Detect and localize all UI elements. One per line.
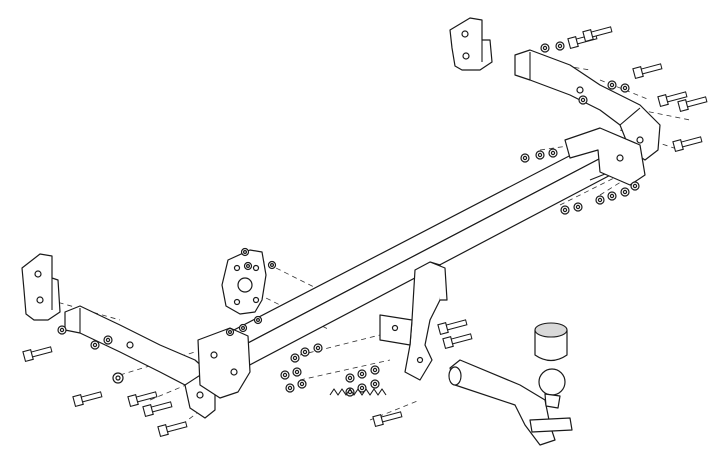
washer-hole-icon [580, 97, 586, 103]
washer-hole-icon [292, 355, 298, 361]
right-mounting-plate [449, 17, 493, 71]
bolt-icon [442, 333, 473, 350]
washer-hole-icon [609, 82, 615, 88]
washer-hole-icon [302, 349, 308, 355]
washer-hole-icon [609, 193, 615, 199]
washer-hole-icon [115, 375, 121, 381]
bolt-icon [157, 421, 188, 438]
washer-hole-icon [522, 155, 528, 161]
washer-hole-icon [241, 326, 246, 331]
center-hanger [379, 261, 448, 381]
washer-hole-icon [359, 385, 365, 391]
washer-hole-icon [542, 45, 548, 51]
left-side-arm [64, 305, 216, 419]
bolt-icon [142, 401, 173, 418]
bolt-icon [677, 96, 708, 113]
spring-washer-icon [329, 388, 387, 396]
washer-hole-icon [575, 204, 581, 210]
washer-hole-icon [597, 197, 603, 203]
washer-hole-icon [372, 367, 378, 373]
washer-hole-icon [105, 337, 111, 343]
washer-hole-icon [282, 372, 288, 378]
washer-hole-icon [622, 85, 628, 91]
washer-hole-icon [294, 369, 300, 375]
washer-hole-icon [228, 330, 233, 335]
washer-hole-icon [256, 318, 261, 323]
washer-hole-icon [315, 345, 321, 351]
washer-hole-icon [270, 263, 275, 268]
assembly-guide-lines [49, 59, 691, 431]
washer-hole-icon [557, 43, 563, 49]
washer-hole-icon [372, 381, 378, 387]
tow-ball-cap [534, 322, 568, 362]
washer-hole-icon [299, 381, 305, 387]
washer-hole-icon [347, 375, 353, 381]
right-crossbar-bracket [564, 127, 646, 186]
left-crossbar-bracket [197, 327, 251, 399]
washer-hole-icon [59, 327, 65, 333]
washer-hole-icon [562, 207, 568, 213]
washer-hole-icon [359, 371, 365, 377]
washer-hole-icon [550, 150, 556, 156]
bolt-icon [437, 319, 468, 336]
bolt-icon [672, 136, 703, 153]
right-side-arm [514, 49, 661, 161]
socket-plate [221, 249, 267, 315]
bolt-icon [632, 63, 663, 80]
bolts-nuts-washers [22, 26, 708, 438]
bolt-icon [657, 91, 688, 108]
washer-hole-icon [537, 152, 543, 158]
bolt-icon [582, 26, 613, 43]
washer-hole-icon [243, 250, 248, 255]
bolt-icon [372, 411, 403, 428]
washer-hole-icon [246, 264, 251, 269]
bolt-icon [127, 391, 158, 408]
tow-ball-neck [448, 359, 573, 446]
washer-hole-icon [287, 385, 293, 391]
bolt-icon [22, 346, 53, 363]
left-mounting-plate [21, 253, 61, 321]
washer-hole-icon [92, 342, 98, 348]
washer-hole-icon [622, 189, 628, 195]
washer-hole-icon [632, 183, 638, 189]
bolt-icon [72, 391, 103, 408]
